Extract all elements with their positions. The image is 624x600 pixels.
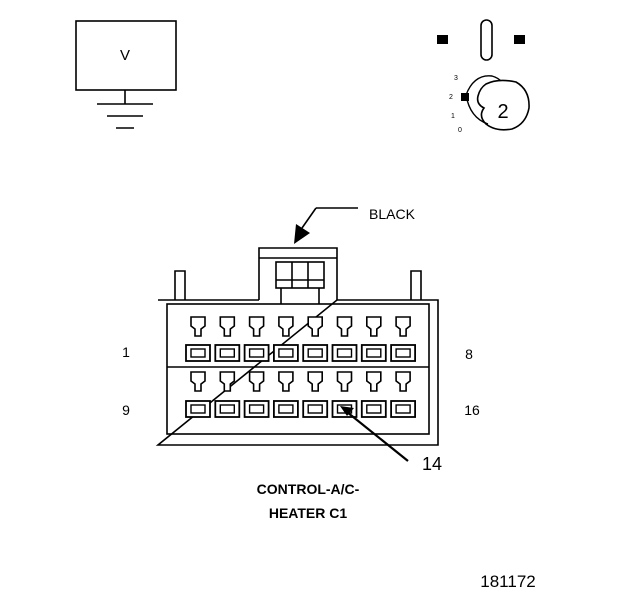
selector-position-2: 2 bbox=[449, 94, 453, 101]
connector-body bbox=[155, 247, 439, 446]
terminal-key-10 bbox=[219, 371, 236, 392]
cavity-window-15 bbox=[366, 404, 382, 414]
connector-shell bbox=[155, 299, 439, 446]
knob-position-marker bbox=[461, 93, 469, 101]
figure-id: 181172 bbox=[480, 572, 535, 591]
cavity-window-3 bbox=[248, 348, 265, 358]
lock-ear-right bbox=[410, 270, 422, 300]
voltmeter-label: V bbox=[120, 47, 130, 64]
cavity-window-2 bbox=[219, 348, 236, 358]
pin-callout-arrowhead bbox=[340, 406, 354, 416]
terminal-key-12 bbox=[278, 371, 294, 392]
cavity-window-4 bbox=[278, 348, 294, 358]
pin-label-14: 14 bbox=[422, 454, 442, 474]
connector-name-line-2: HEATER C1 bbox=[269, 505, 348, 521]
cavity-window-13 bbox=[307, 404, 323, 414]
switch-terminal-right bbox=[514, 35, 525, 44]
voltmeter-symbol bbox=[75, 20, 177, 129]
selector-position-1: 1 bbox=[451, 113, 455, 120]
terminal-key-8 bbox=[395, 316, 411, 337]
color-callout bbox=[294, 207, 358, 244]
terminal-key-14 bbox=[336, 371, 353, 392]
knob-label: 2 bbox=[497, 101, 508, 123]
cavity-window-9 bbox=[190, 404, 206, 414]
knob-outline bbox=[476, 79, 530, 131]
connector-name-line-1: CONTROL-A/C- bbox=[257, 481, 360, 497]
terminal-key-15 bbox=[366, 371, 382, 392]
terminal-key-16 bbox=[395, 371, 411, 392]
callout-leader-diagonal bbox=[301, 207, 317, 229]
lock-ear-left bbox=[174, 270, 186, 300]
terminal-key-9 bbox=[190, 371, 206, 392]
connector-face bbox=[166, 303, 430, 435]
pin-label-8: 8 bbox=[465, 346, 473, 362]
latch-housing bbox=[258, 247, 338, 300]
latch-tab bbox=[275, 261, 325, 289]
pin-label-9: 9 bbox=[122, 402, 130, 418]
terminal-key-5 bbox=[307, 316, 323, 337]
terminal-key-13 bbox=[307, 371, 323, 392]
terminal-key-4 bbox=[278, 316, 294, 337]
terminal-key-7 bbox=[366, 316, 382, 337]
connector-color-label: BLACK bbox=[369, 206, 416, 222]
cavity-window-12 bbox=[278, 404, 294, 414]
cavity-window-6 bbox=[336, 348, 353, 358]
terminal-key-3 bbox=[248, 316, 265, 337]
terminal-key-11 bbox=[248, 371, 265, 392]
cavity-window-16 bbox=[395, 404, 411, 414]
selector-position-3: 3 bbox=[454, 75, 458, 82]
terminal-key-1 bbox=[190, 316, 206, 337]
cavity-window-8 bbox=[395, 348, 411, 358]
cavity-window-5 bbox=[307, 348, 323, 358]
switch-terminal-left bbox=[437, 35, 448, 44]
voltmeter-box bbox=[75, 20, 177, 91]
pin-label-1: 1 bbox=[122, 344, 130, 360]
terminal-key-2 bbox=[219, 316, 236, 337]
pin-label-16: 16 bbox=[464, 402, 480, 418]
cavity-window-1 bbox=[190, 348, 206, 358]
cavity-window-11 bbox=[248, 404, 265, 414]
cavity-grid bbox=[185, 316, 417, 418]
selector-position-0: 0 bbox=[458, 127, 462, 134]
terminal-key-6 bbox=[336, 316, 353, 337]
callout-arrowhead bbox=[294, 224, 310, 244]
cavity-window-7 bbox=[366, 348, 382, 358]
switch-blade bbox=[480, 19, 493, 61]
cavity-window-10 bbox=[219, 404, 236, 414]
selector-switch-symbol bbox=[437, 19, 530, 131]
pin-14-callout bbox=[340, 406, 409, 462]
pin-callout-leader bbox=[346, 411, 409, 462]
